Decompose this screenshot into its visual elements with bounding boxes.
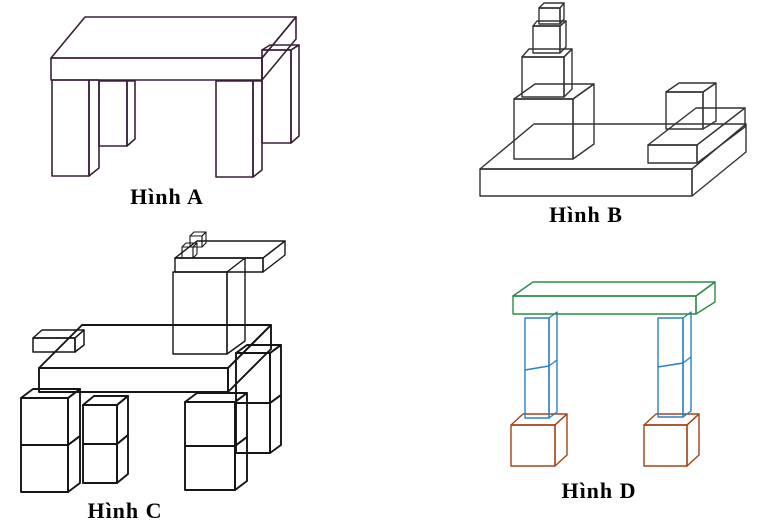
a-leg-red-side bbox=[290, 44, 300, 144]
c-frontright-bottom-front bbox=[184, 445, 236, 491]
d-left-orange-front-face bbox=[510, 424, 556, 467]
a-tabletop-side-face bbox=[261, 16, 297, 81]
c-cap-slab-front-face bbox=[174, 257, 264, 273]
figure-c-magenta bbox=[32, 329, 85, 353]
figure-d-pillars bbox=[524, 311, 692, 419]
b-pink-slab-front-face bbox=[647, 144, 698, 164]
d-left-pillar-joint bbox=[524, 365, 550, 371]
c-yellow-front-side bbox=[192, 242, 198, 259]
b-orange-cube-side-face bbox=[702, 82, 717, 130]
d-right-pillar-front-face bbox=[657, 317, 684, 418]
d-beam-side-face bbox=[695, 281, 716, 315]
a-leg-blue-side bbox=[252, 80, 263, 178]
b-red-cube-side-face bbox=[572, 83, 595, 160]
b-pink-slab-side-face bbox=[696, 107, 746, 164]
a-leg-green-side bbox=[126, 80, 136, 147]
figure-d-label: Hình D bbox=[561, 478, 637, 503]
d-right-pillar-joint-side bbox=[682, 356, 692, 364]
figure-c-yellow-cubes bbox=[181, 231, 207, 259]
a-leg-green-front bbox=[98, 80, 128, 147]
a-leg-red-front bbox=[261, 49, 292, 144]
c-tower-side-face bbox=[226, 257, 246, 355]
d-left-orange-side-face bbox=[554, 413, 568, 467]
b-platform-front-face bbox=[479, 168, 693, 197]
b-yellow-cube-side-face bbox=[559, 20, 567, 54]
c-backleft-top-front bbox=[82, 404, 118, 445]
figure-d-orange-cubes bbox=[510, 413, 700, 467]
c-yellow-back-side bbox=[201, 231, 207, 248]
figure-d-beam bbox=[512, 281, 716, 315]
c-frontright-top-front bbox=[184, 401, 236, 447]
figure-d bbox=[510, 281, 716, 467]
figure-c-label: Hình C bbox=[87, 498, 163, 523]
a-tabletop-top-face bbox=[50, 16, 297, 59]
c-tabletop-side-face bbox=[227, 324, 272, 393]
c-backleft-bottom-front bbox=[82, 443, 118, 484]
c-backright-top-side bbox=[269, 344, 282, 404]
d-right-orange-top-face bbox=[643, 413, 700, 426]
d-right-pillar-joint bbox=[657, 362, 684, 368]
d-right-orange-front-face bbox=[643, 424, 688, 467]
b-teal-cube-side-face bbox=[559, 2, 565, 25]
a-leg-purple-side bbox=[88, 79, 100, 177]
figure-c bbox=[20, 231, 286, 493]
c-backright-bottom-front bbox=[235, 402, 271, 454]
figure-a bbox=[50, 16, 300, 178]
c-magenta-side-face bbox=[74, 329, 85, 353]
a-leg-blue-front bbox=[215, 80, 254, 178]
d-left-orange-top-face bbox=[510, 413, 568, 426]
d-beam-top-face bbox=[512, 281, 716, 297]
b-pink-slab-top-face bbox=[647, 107, 746, 146]
d-right-orange-side-face bbox=[686, 413, 700, 467]
figure-b-label: Hình B bbox=[549, 202, 623, 227]
d-beam-front-face bbox=[512, 295, 697, 315]
c-magenta-front-face bbox=[32, 337, 76, 353]
b-platform-top-face bbox=[479, 123, 747, 170]
figure-a-label: Hình A bbox=[130, 184, 204, 209]
c-backleft-top-side bbox=[116, 395, 129, 445]
c-frontleft-bottom-front bbox=[20, 444, 69, 493]
c-cap-slab-side-face bbox=[262, 240, 286, 273]
figure-c-table bbox=[38, 324, 272, 393]
figure-b bbox=[479, 2, 747, 197]
c-backright-bottom-side bbox=[269, 394, 282, 454]
a-tabletop-front-face bbox=[50, 57, 263, 81]
b-red-cube-front-face bbox=[513, 98, 574, 160]
d-right-pillar-side-face bbox=[682, 311, 692, 418]
a-leg-purple-front bbox=[51, 79, 90, 177]
d-left-pillar-joint-side bbox=[548, 359, 558, 367]
c-frontleft-top-side bbox=[67, 388, 81, 446]
b-blue-cube-front-face bbox=[521, 56, 565, 98]
c-frontleft-top-front bbox=[20, 397, 69, 446]
c-frontright-top-side bbox=[234, 392, 248, 447]
figure-c-legs bbox=[20, 344, 282, 493]
c-tower-front-face bbox=[172, 271, 228, 355]
b-blue-cube-side-face bbox=[563, 48, 573, 98]
